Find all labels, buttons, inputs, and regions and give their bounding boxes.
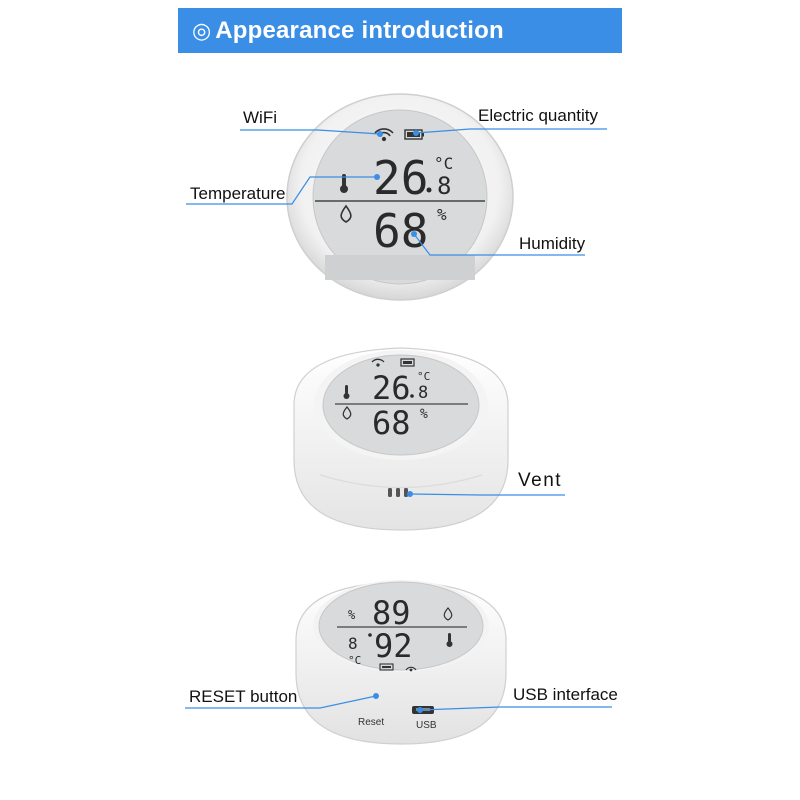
reset-printed-text: Reset: [358, 717, 384, 728]
battery-icon: [400, 358, 415, 367]
usb-interface-label: USB interface: [513, 685, 618, 704]
humidity-value: 68: [373, 204, 428, 258]
humidity-unit: %: [420, 407, 428, 422]
thermometer-icon: [343, 385, 350, 399]
device-side: 26 °C 8 68 %: [293, 347, 509, 531]
page-title: Appearance introduction: [215, 16, 504, 44]
water-drop-icon: [340, 204, 352, 223]
temperature-value: 26: [372, 369, 411, 407]
humidity-value: 68: [372, 404, 411, 442]
temperature-decimal: 8: [418, 383, 428, 403]
humidity-unit: %: [437, 205, 447, 224]
header-banner: ◎ Appearance introduction: [178, 8, 622, 53]
device-back: % 89 8 °C 92 Reset USB: [295, 580, 507, 745]
vent-label: Vent: [518, 470, 563, 491]
electric-quantity-label: Electric quantity: [478, 106, 598, 125]
device-front: 26 °C 8 68 %: [286, 93, 514, 301]
temperature-unit: °C: [417, 370, 430, 383]
wifi-icon: [405, 666, 417, 672]
thermometer-icon: [446, 633, 453, 647]
temperature-unit: °C: [348, 654, 361, 667]
water-drop-icon: [443, 607, 453, 621]
temperature-decimal: 8: [437, 172, 451, 200]
reset-button-label: RESET button: [189, 687, 298, 706]
vent-slots: [388, 488, 408, 497]
temperature-decimal: 8: [348, 634, 358, 653]
wifi-label: WiFi: [243, 108, 277, 127]
temperature-value: 26: [373, 151, 428, 205]
temperature-unit: °C: [434, 154, 453, 173]
temperature-label: Temperature: [190, 184, 286, 203]
humidity-label: Humidity: [519, 234, 586, 253]
double-circle-icon: ◎: [192, 17, 212, 43]
wifi-icon: [371, 358, 385, 367]
water-drop-icon: [342, 405, 352, 420]
humidity-value: 89: [372, 594, 411, 632]
battery-icon: [379, 663, 394, 671]
usb-printed-text: USB: [416, 720, 437, 731]
temperature-value: 92: [374, 627, 413, 665]
humidity-unit: %: [348, 608, 356, 622]
